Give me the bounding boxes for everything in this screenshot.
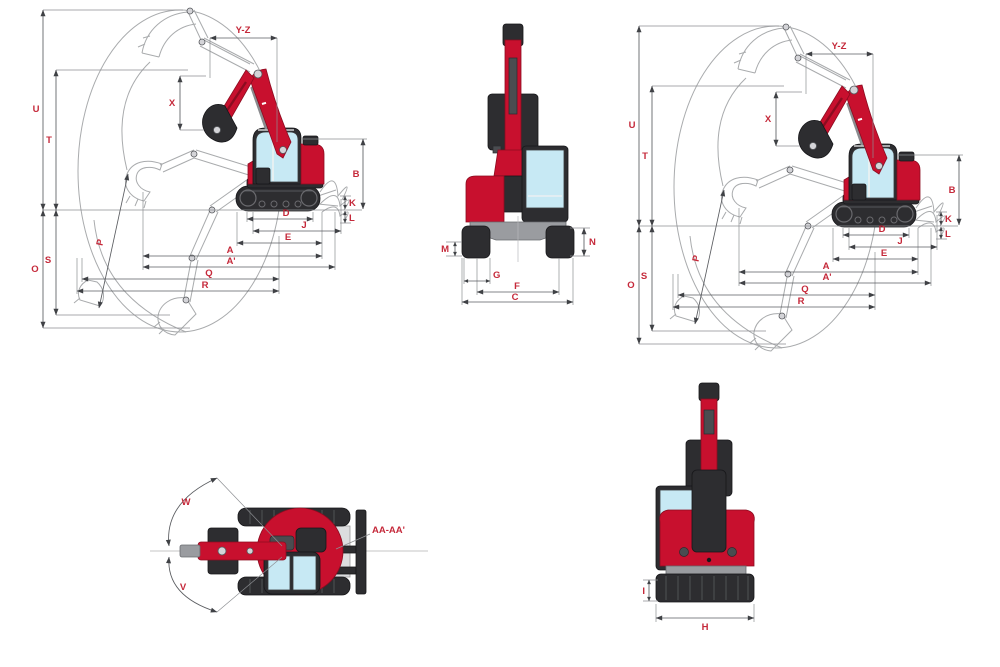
dim-label-j: J [301, 220, 306, 231]
excavator-rear [655, 382, 755, 603]
swing-angle-lines [165, 477, 371, 613]
bucket-top [179, 544, 201, 558]
dim-label-yz: Y-Z [236, 25, 251, 36]
dim-label-c: C [512, 292, 519, 303]
excavator-top [179, 507, 367, 596]
ghost-deep-dig [73, 171, 265, 336]
dim-label-s: S [45, 255, 51, 266]
aa-leader-line [335, 533, 371, 550]
dim-label-q: Q [205, 268, 212, 279]
arm-cylinder [225, 81, 247, 113]
side-view-left: Y-Z X U T O S B K L D J E A A' Q R P [31, 7, 367, 336]
track-rear [655, 573, 755, 603]
dim-label-a: A [227, 245, 234, 256]
dim-label-h: H [702, 622, 709, 633]
boom-cylinder-front [508, 57, 518, 115]
dim-label-n: N [589, 237, 596, 248]
cab-glass-front [525, 149, 565, 209]
bucket-pin [213, 126, 221, 134]
boom-foot-pin [279, 146, 287, 154]
front-view: M N G F C [441, 23, 596, 305]
top-view: W V AA-AA' [150, 477, 428, 613]
dimension-lines-front [446, 227, 590, 305]
boom-mount [255, 167, 271, 185]
dim-label-f: F [514, 281, 520, 292]
ghost-arm-raised [137, 7, 255, 73]
dimension-labels-rear: I H [642, 586, 708, 633]
engine-cover [300, 143, 325, 185]
dim-label-g: G [493, 270, 500, 281]
dim-label-b: B [353, 169, 360, 180]
ghost-blade [317, 180, 350, 222]
track-left-front [461, 225, 491, 259]
dim-label-o: O [31, 264, 38, 275]
dim-label-w: W [182, 497, 191, 508]
dim-label-t: T [46, 135, 52, 146]
dimension-labels-side: Y-Z X U T O S B K L D J E A A' Q R P [31, 25, 359, 291]
dim-label-l: L [349, 213, 355, 224]
boom-arm-pin [253, 69, 263, 79]
dim-label-i: I [642, 586, 645, 597]
rear-view: I H [642, 382, 755, 633]
side-view-right [627, 24, 963, 351]
track-right-front [545, 225, 575, 259]
dim-label-x: X [169, 98, 176, 109]
ghost-max-reach [125, 149, 255, 209]
dimension-labels-front: M N G F C [441, 237, 596, 303]
dim-label-r: R [202, 280, 209, 291]
sprocket [239, 189, 257, 207]
dim-label-d: D [283, 208, 290, 219]
bucket [202, 103, 238, 143]
engine-hatch [302, 135, 319, 146]
dim-label-aa: AA-AA' [372, 525, 405, 536]
dimension-labels-top: W V AA-AA' [180, 497, 405, 593]
dim-label-k: K [349, 198, 356, 209]
dim-label-p: P [95, 238, 107, 247]
dim-label-a-prime: A' [226, 256, 235, 267]
carbody-rear [665, 565, 747, 575]
boom-cylinder [250, 86, 268, 130]
brand-logo [261, 101, 267, 105]
dim-label-e: E [285, 232, 291, 243]
arm-tip-rear [698, 382, 720, 402]
idler [300, 189, 318, 207]
excavator-front [461, 23, 575, 262]
dim-label-v: V [180, 582, 187, 593]
fender-front [465, 175, 505, 223]
swing-center-rear [691, 469, 727, 553]
blade-top [355, 509, 367, 595]
dim-label-u: U [33, 104, 40, 115]
dim-label-m: M [441, 244, 449, 255]
dimension-lines-side [40, 9, 367, 329]
engine-top [295, 527, 327, 553]
boom-top [197, 541, 287, 561]
excavator-side [202, 68, 325, 212]
dimension-lines-rear [643, 579, 755, 622]
